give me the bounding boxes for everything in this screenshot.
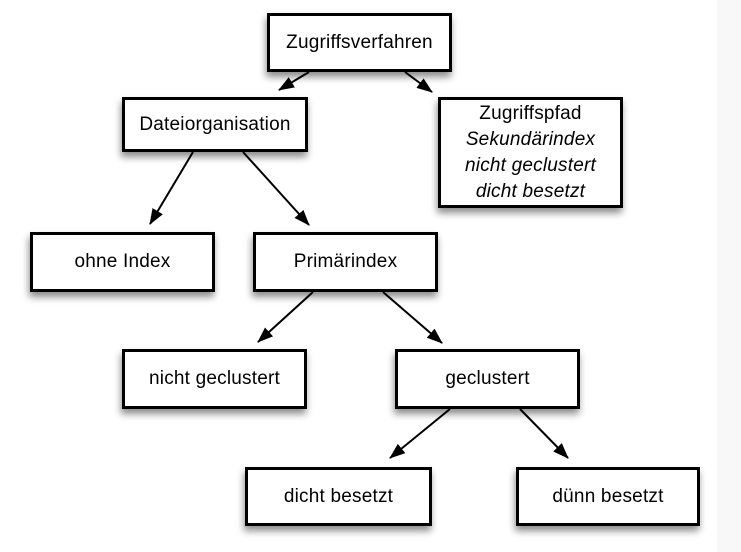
node-dicht-besetzt: dicht besetzt: [245, 467, 432, 526]
node-zugriffsverfahren: Zugriffsverfahren: [267, 13, 452, 72]
arrow-geclustert-to-duenn: [519, 408, 569, 459]
arrow-primaer-to-geclustert: [382, 291, 443, 344]
node-label-line-4: dicht besetzt: [475, 180, 586, 202]
arrow-geclustert-to-dicht: [389, 408, 451, 459]
node-label: Zugriffsverfahren: [286, 31, 433, 53]
arrow-dateiorg-to-ohne-index: [149, 151, 194, 225]
node-label: dünn besetzt: [552, 485, 664, 507]
node-label: Primärindex: [293, 251, 398, 272]
arrow-primaer-to-nicht-gecl: [257, 291, 314, 343]
node-ohne-index: ohne Index: [30, 232, 215, 292]
node-label: dicht besetzt: [283, 485, 394, 507]
node-dateiorganisation: Dateiorganisation: [122, 97, 308, 152]
node-duenn-besetzt: dünn besetzt: [516, 467, 700, 526]
node-nicht-geclustert: nicht geclustert: [122, 349, 307, 409]
node-label: Dateiorganisation: [139, 113, 291, 135]
node-geclustert: geclustert: [395, 349, 580, 409]
right-edge-band: [717, 0, 741, 552]
arrow-root-to-dateiorganisation: [278, 71, 310, 91]
node-label: nicht geclustert: [149, 368, 280, 389]
node-label-line-2: Sekundärindex: [465, 128, 596, 150]
node-label-line-1: Zugriffspfad: [479, 102, 582, 124]
node-primaerindex: Primärindex: [253, 232, 438, 292]
node-label: geclustert: [445, 368, 530, 389]
node-label: ohne Index: [74, 251, 171, 272]
arrow-root-to-zugriffspfad: [404, 71, 433, 93]
node-label-line-3: nicht geclustert: [465, 154, 596, 176]
node-zugriffspfad: Zugriffspfad Sekundärindex nicht geclust…: [438, 97, 623, 208]
arrow-dateiorg-to-primaerindex: [242, 151, 310, 226]
